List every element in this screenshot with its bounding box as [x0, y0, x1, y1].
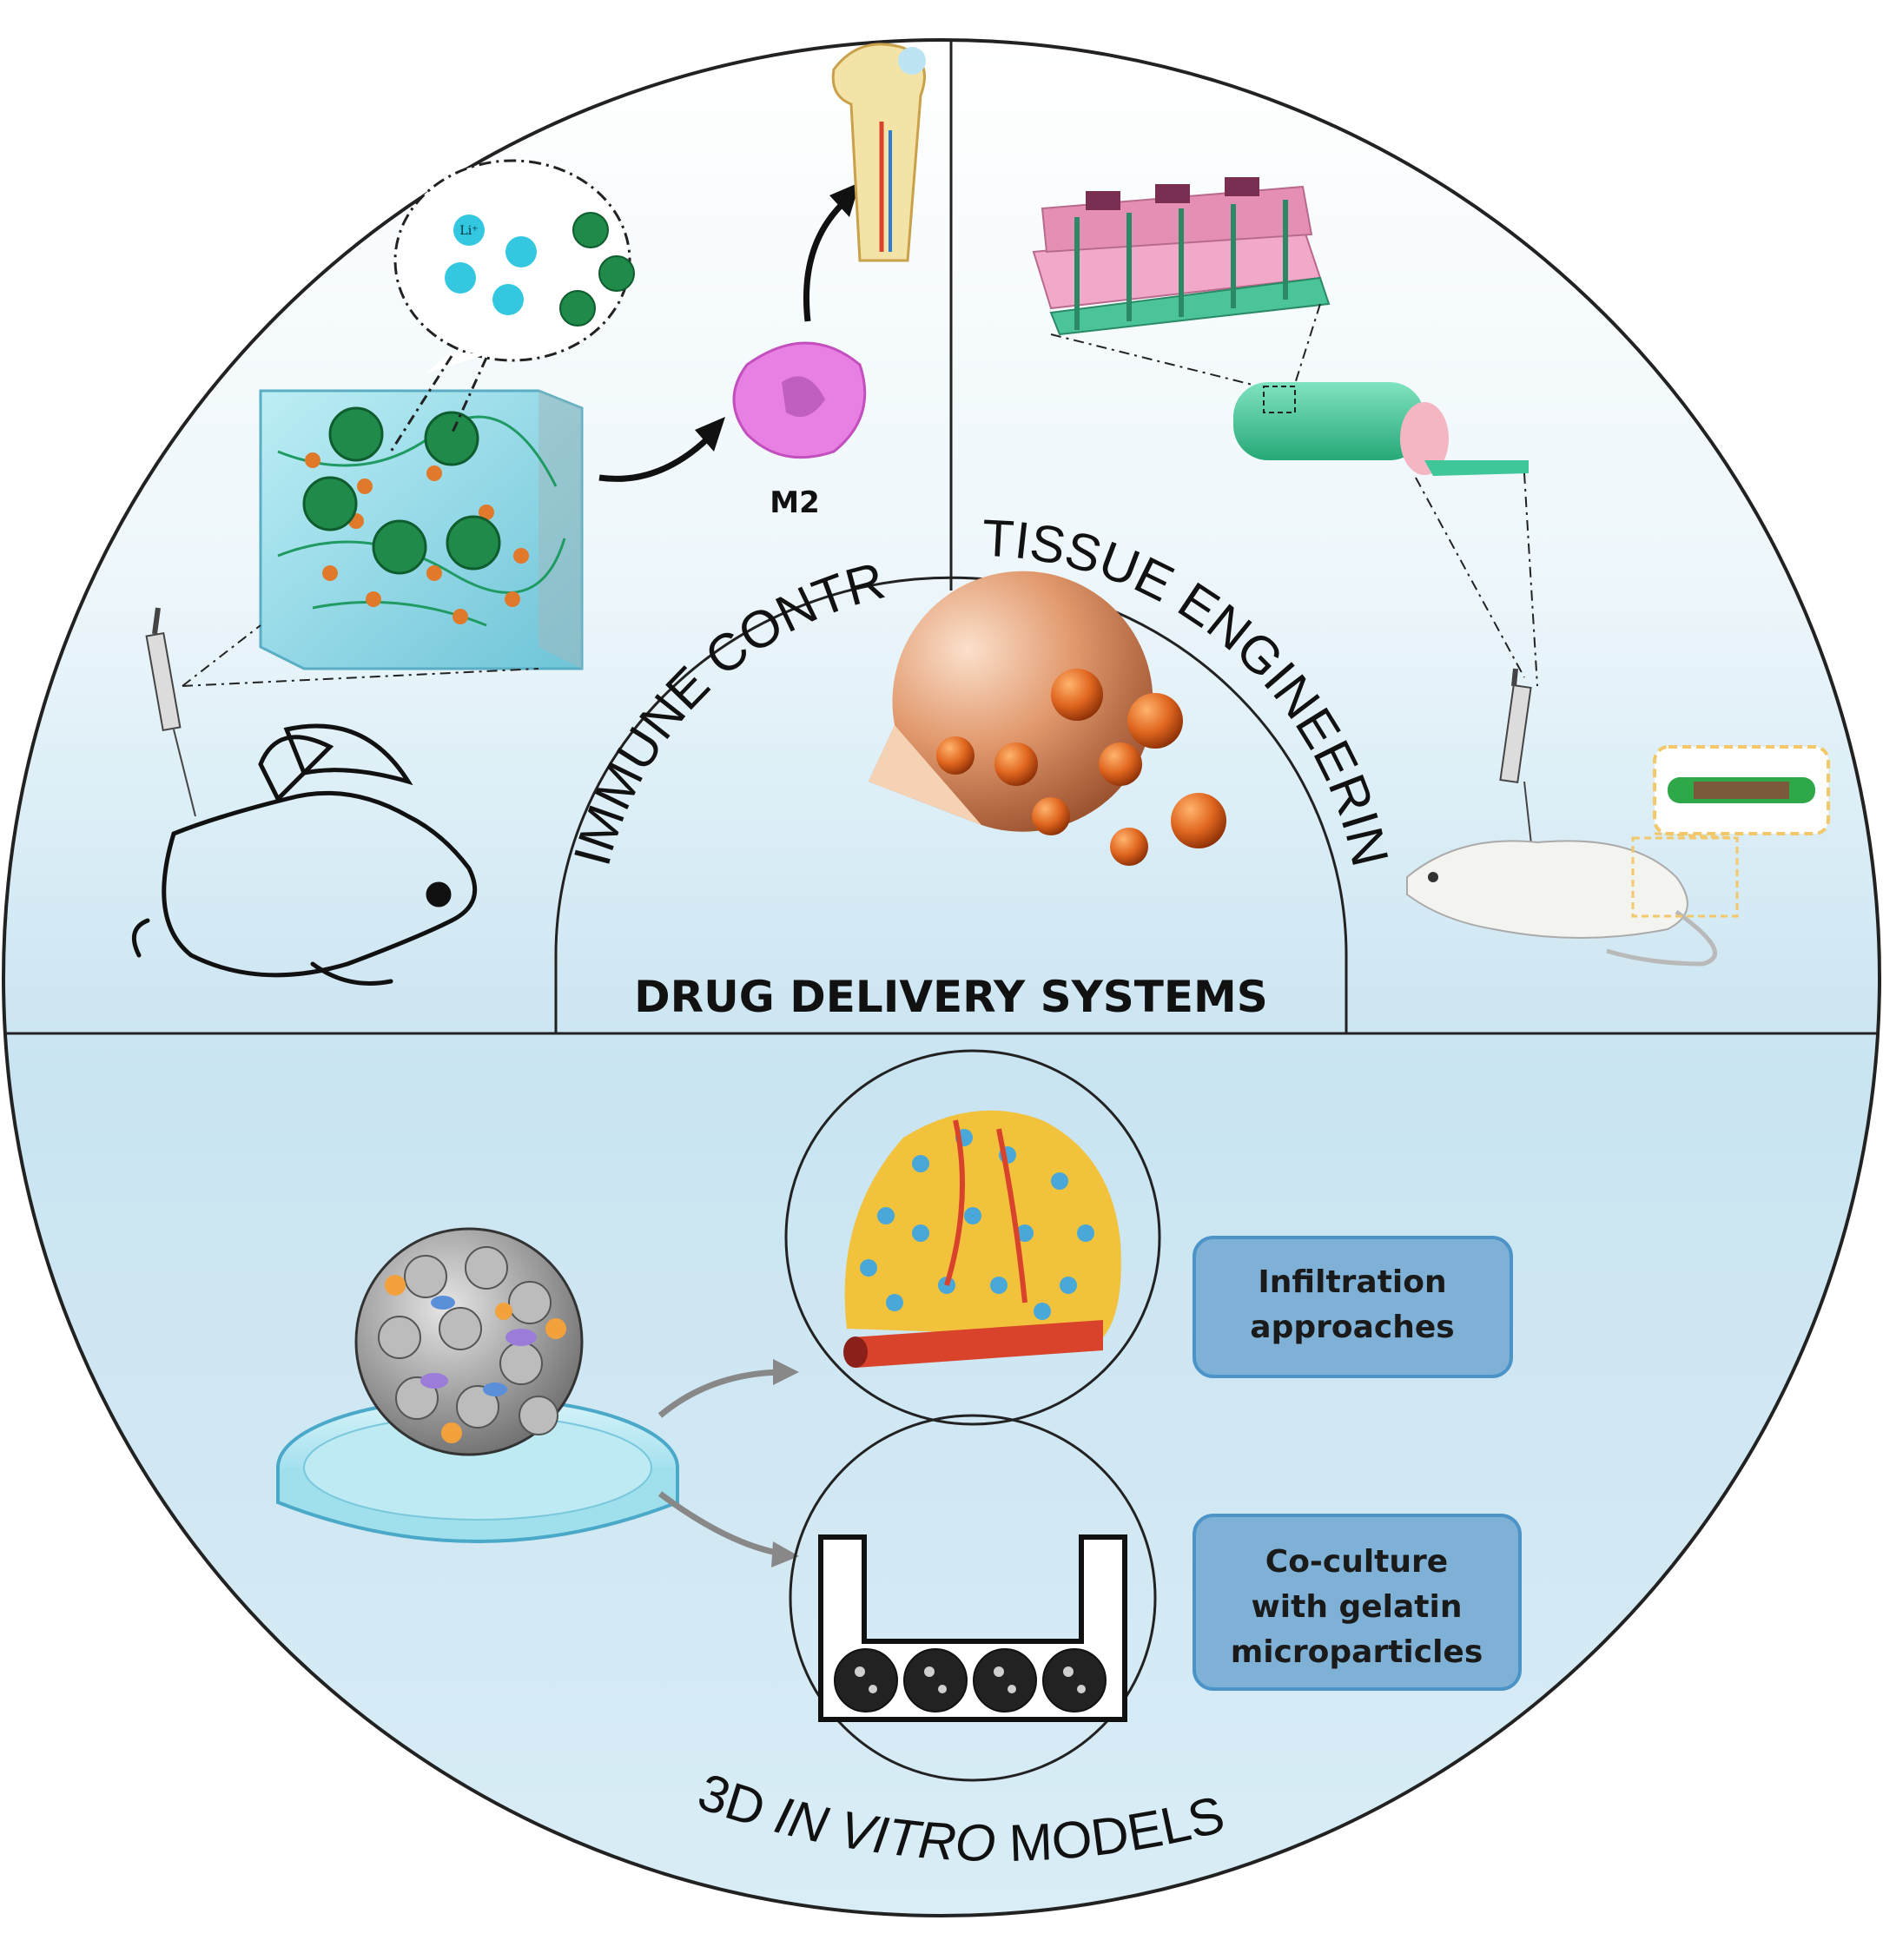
- infiltration-line-2: approaches: [1250, 1310, 1454, 1345]
- coculture-circle: [789, 1414, 1157, 1782]
- syringe-left: [145, 607, 196, 817]
- hydrogel-block: [259, 389, 584, 670]
- link-syringe-gel-2: [182, 668, 539, 687]
- link-syringe-gel: [182, 624, 261, 687]
- ion-callout: Li⁺: [389, 159, 635, 452]
- arrow-head-infiltration: [773, 1359, 799, 1385]
- rabbit-icon: [131, 723, 478, 986]
- coculture-line-1: Co-culture: [1265, 1544, 1448, 1580]
- ion-label: Li⁺: [459, 224, 478, 238]
- m2-label: M2: [770, 485, 820, 520]
- coculture-line-3: microparticles: [1231, 1634, 1483, 1670]
- syringe-right: [1499, 668, 1534, 861]
- link-cyl-syringe: [1415, 477, 1525, 678]
- pacman-carrier: [869, 571, 1153, 832]
- infiltration-box: Infiltration approaches: [1193, 1236, 1513, 1378]
- drug-delivery-arc: [554, 576, 1348, 1033]
- arrow-head-m2: [695, 417, 725, 452]
- coculture-box: Co-culture with gelatin microparticles: [1193, 1514, 1522, 1691]
- petri-dish: [276, 1396, 679, 1543]
- nerve-conduit: [1233, 382, 1529, 476]
- arrow-head-coculture: [771, 1541, 799, 1567]
- link-scaffold-cyl-2: [1293, 303, 1321, 387]
- released-particles: [936, 669, 1226, 866]
- coculture-line-2: with gelatin: [1252, 1589, 1463, 1625]
- arrow-to-bone: [803, 197, 849, 322]
- outer-circle: [2, 38, 1881, 1917]
- arrow-to-m2: [598, 432, 715, 482]
- m2-macrophage: [732, 341, 867, 459]
- implant-callout: [1653, 745, 1830, 840]
- mouse-icon: [1406, 836, 1739, 967]
- arrow-head-bone: [829, 182, 860, 217]
- scaffold-layers: [1032, 177, 1331, 336]
- porous-sphere: [354, 1227, 584, 1456]
- bone-icon: [831, 43, 926, 262]
- section-dividers: [3, 40, 1880, 1035]
- drug-delivery-label: DRUG DELIVERY SYSTEMS: [634, 972, 1268, 1022]
- infiltration-line-1: Infiltration: [1258, 1264, 1446, 1300]
- tumor-model-circle: [784, 1049, 1161, 1426]
- arrow-to-infiltration: [657, 1369, 787, 1418]
